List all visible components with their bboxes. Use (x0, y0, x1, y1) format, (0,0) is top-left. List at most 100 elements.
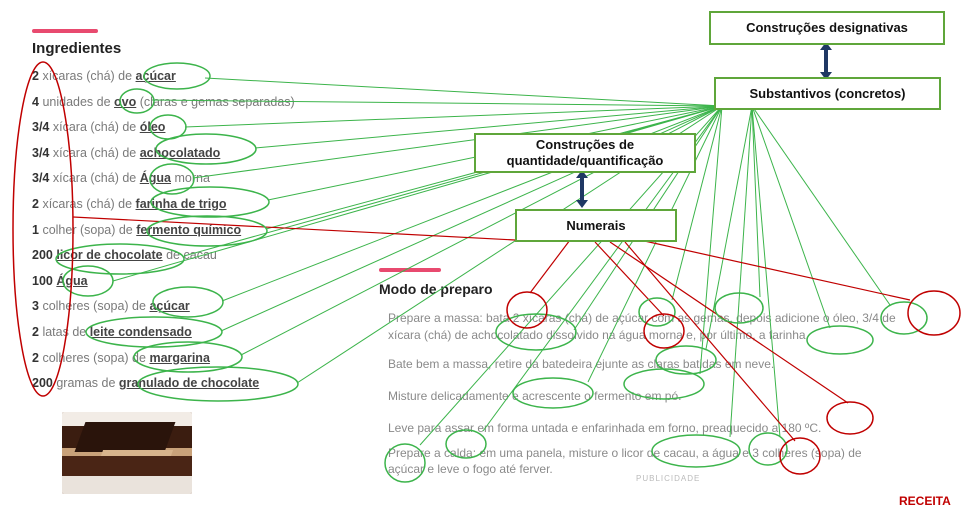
ingredient-unit: colher (sopa) de (42, 222, 133, 237)
numeral-connector (529, 239, 571, 294)
ingredient-noun: Água (139, 171, 171, 186)
noun-circle (880, 301, 928, 335)
noun-connector (705, 105, 753, 350)
ingredient-detail: de cacau (166, 248, 217, 263)
ingredient-noun: fermento químico (136, 222, 242, 237)
noun-connector (192, 105, 723, 179)
ingredient-row: 2 xícaras (chá) de farinha de trigo (32, 197, 227, 211)
noun-circle (655, 345, 717, 375)
ingredient-unit: xícaras (chá) de (42, 69, 133, 83)
ingredients-accent-bar (32, 29, 98, 33)
noun-circle (146, 215, 268, 247)
noun-circle (384, 443, 426, 483)
ingredient-quantity: 200 (32, 248, 53, 263)
ingredient-row: 3/4 xícara (chá) de achocolatado (32, 146, 220, 160)
ingredient-detail: morna (174, 171, 210, 186)
noun-circle (155, 133, 257, 165)
publicidade-label: PUBLICIDADE (636, 474, 701, 483)
ingredient-quantity: 4 (32, 94, 39, 109)
preparo-line-6: Prepare a calda: em uma panela, misture … (388, 446, 862, 460)
noun-circle (137, 366, 299, 402)
ingredient-noun: leite condensado (89, 325, 192, 339)
ingredient-noun: ovo (114, 94, 137, 109)
noun-connector (151, 99, 723, 107)
box-numerais-label: Numerais (566, 218, 626, 233)
ingredient-noun: margarina (149, 350, 210, 365)
ingredient-noun: granulado de chocolate (118, 376, 260, 391)
noun-circle (55, 243, 185, 275)
ingredient-row: 2 latas de leite condensado (32, 325, 192, 339)
noun-circle (806, 325, 874, 355)
noun-connector (671, 105, 723, 301)
preparo-line-4: Misture delicadamente e acrescente o fer… (388, 389, 682, 403)
numeral-circle (779, 437, 821, 475)
numeral-circle (643, 313, 685, 349)
ingredient-unit: gramas de (56, 376, 116, 391)
ingredient-quantity: 3 (32, 299, 39, 314)
ingredient-quantity: 100 (32, 273, 53, 288)
ingredient-quantity: 2 (32, 69, 39, 83)
preparo-accent-bar (379, 268, 441, 272)
ingredient-detail: (claras e gemas separadas) (139, 94, 295, 109)
ingredient-quantity: 2 (32, 350, 39, 365)
noun-circles (55, 62, 928, 483)
noun-circle (152, 286, 224, 318)
box-substantivos-label: Substantivos (concretos) (749, 86, 906, 101)
noun-connector (729, 105, 753, 438)
ingredient-unit: colheres (sopa) de (42, 350, 146, 365)
numeral-circle (826, 401, 874, 435)
red-connector-lines (72, 216, 911, 442)
ingredient-quantity: 2 (32, 325, 39, 339)
box-construcoes-designativas-label: Construções designativas (746, 20, 908, 35)
numeral-circle (12, 61, 74, 397)
arrow-designativas-substantivos (820, 42, 832, 80)
ingredient-unit: xícaras (chá) de (42, 197, 133, 211)
box-quantidade-line-2: quantidade/quantificação (506, 153, 664, 168)
ingredient-row: 1 colher (sopa) de fermento químico (32, 223, 241, 237)
preparo-line-5: Leve para assar em forma untada e enfari… (388, 421, 822, 435)
numeral-connector (639, 239, 911, 301)
noun-connector (184, 105, 723, 128)
noun-connector (751, 105, 831, 329)
ingredient-quantity: 2 (32, 197, 39, 211)
arrow-quantidade-numerais (576, 170, 588, 208)
numeral-connector (609, 241, 849, 404)
noun-circle (149, 163, 195, 195)
noun-circle (143, 62, 211, 90)
numeral-circle (506, 291, 548, 329)
ingredient-quantity: 200 (32, 376, 53, 391)
ingredient-unit: colheres (sopa) de (42, 299, 146, 314)
preparo-line-7: açúcar e leve o fogo até ferver. (388, 462, 553, 476)
noun-connector (751, 105, 761, 298)
noun-connector (751, 105, 891, 306)
ingredient-unit: unidades de (42, 94, 111, 109)
ingredient-row: 200 gramas de granulado de chocolate (32, 376, 259, 390)
numeral-circles (12, 61, 961, 475)
ingredient-unit: xícara (chá) de (52, 171, 137, 186)
noun-circle (748, 432, 788, 466)
ingredient-unit: latas de (42, 325, 87, 339)
numeral-connector (594, 241, 665, 317)
noun-circle (150, 186, 270, 218)
box-numerais: Numerais (515, 209, 677, 242)
noun-connector (183, 105, 723, 257)
ingredient-noun: licor de chocolate (56, 248, 163, 263)
noun-connector (254, 105, 723, 149)
noun-connector (587, 105, 723, 383)
ingredient-quantity: 3/4 (32, 145, 50, 160)
box-quantidade-line-1: Construções de (535, 137, 635, 152)
ingredient-quantity: 3/4 (32, 171, 50, 186)
box-substantivos: Substantivos (concretos) (714, 77, 941, 110)
ingredient-row: 2 colheres (sopa) de margarina (32, 351, 210, 365)
cake-photo (62, 412, 192, 494)
noun-circle (62, 265, 114, 297)
numeral-circle (907, 290, 961, 336)
noun-circle (512, 377, 594, 409)
ingredient-quantity: 1 (32, 222, 39, 237)
ingredient-unit: xícara (chá) de (52, 145, 137, 160)
noun-circle (85, 316, 223, 348)
preparo-line-1: Prepare a massa: bata 2 xícaras (chá) de… (388, 311, 896, 325)
noun-circle (445, 429, 487, 459)
ingredient-row: 200 licor de chocolate de cacau (32, 248, 217, 262)
noun-circle (495, 313, 577, 351)
